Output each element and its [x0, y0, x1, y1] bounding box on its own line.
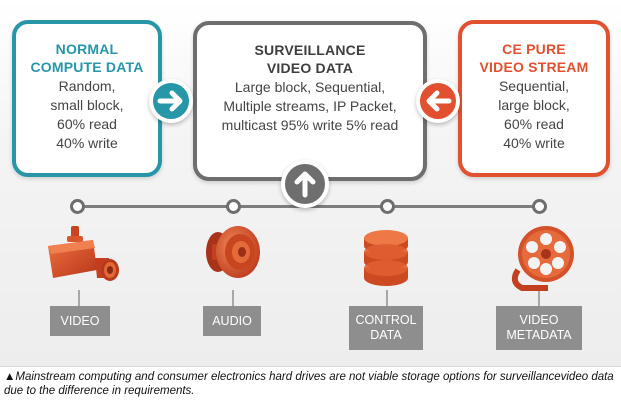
label-video-metadata-text: VIDEO METADATA: [506, 313, 572, 342]
arrow-left-icon: [416, 79, 460, 123]
ce-line: Sequential,: [498, 78, 570, 94]
stem-line: [232, 290, 234, 308]
label-control-data-text: CONTROL DATA: [355, 313, 417, 342]
connector-dot: [532, 199, 547, 214]
label-audio-text: AUDIO: [212, 313, 252, 328]
normal-compute-data-title: NORMAL COMPUTE DATA: [30, 41, 144, 75]
ce-line: large block,: [498, 97, 570, 113]
stem-line: [538, 290, 540, 308]
stem-line: [78, 290, 80, 308]
film-reel-icon: [511, 226, 574, 291]
normal-line: small block,: [50, 97, 124, 113]
normal-line: Random,: [58, 78, 116, 94]
label-audio: AUDIO: [203, 306, 261, 336]
speaker-icon: [206, 226, 260, 278]
ce-line: 40% write: [503, 135, 565, 151]
label-video: VIDEO: [50, 306, 110, 336]
normal-compute-data-box: NORMAL COMPUTE DATA Random, small block,…: [12, 20, 162, 177]
surveillance-line: Multiple streams, IP Packet,: [223, 98, 397, 114]
surveillance-video-data-title: SURVEILLANCE VIDEO DATA: [254, 42, 366, 76]
stem-line: [386, 290, 388, 308]
surveillance-line: Large block, Sequential,: [234, 79, 386, 95]
arrow-right-icon: [149, 79, 193, 123]
normal-line: 60% read: [57, 116, 117, 132]
label-video-text: VIDEO: [60, 313, 100, 328]
label-control-data: CONTROL DATA: [349, 306, 423, 350]
arrow-up-icon: [281, 160, 329, 208]
surveillance-video-data-box: SURVEILLANCE VIDEO DATA Large block, Seq…: [193, 21, 427, 181]
ce-pure-video-stream-box: CE PURE VIDEO STREAM Sequential, large b…: [458, 20, 610, 177]
normal-line: 40% write: [56, 135, 118, 151]
connector-dot: [380, 199, 395, 214]
ce-pure-video-stream-title: CE PURE VIDEO STREAM: [479, 41, 589, 75]
connector-dot: [226, 199, 241, 214]
label-video-metadata: VIDEO METADATA: [496, 306, 582, 350]
diagram-panel: NORMAL COMPUTE DATA Random, small block,…: [0, 0, 621, 367]
ce-line: 60% read: [504, 116, 564, 132]
surveillance-line: multicast 95% write 5% read: [221, 117, 399, 133]
connector-dot: [70, 199, 85, 214]
database-icon: [364, 230, 408, 286]
figure-caption: ▲Mainstream computing and consumer elect…: [4, 371, 614, 397]
video-camera-icon: [48, 226, 119, 281]
